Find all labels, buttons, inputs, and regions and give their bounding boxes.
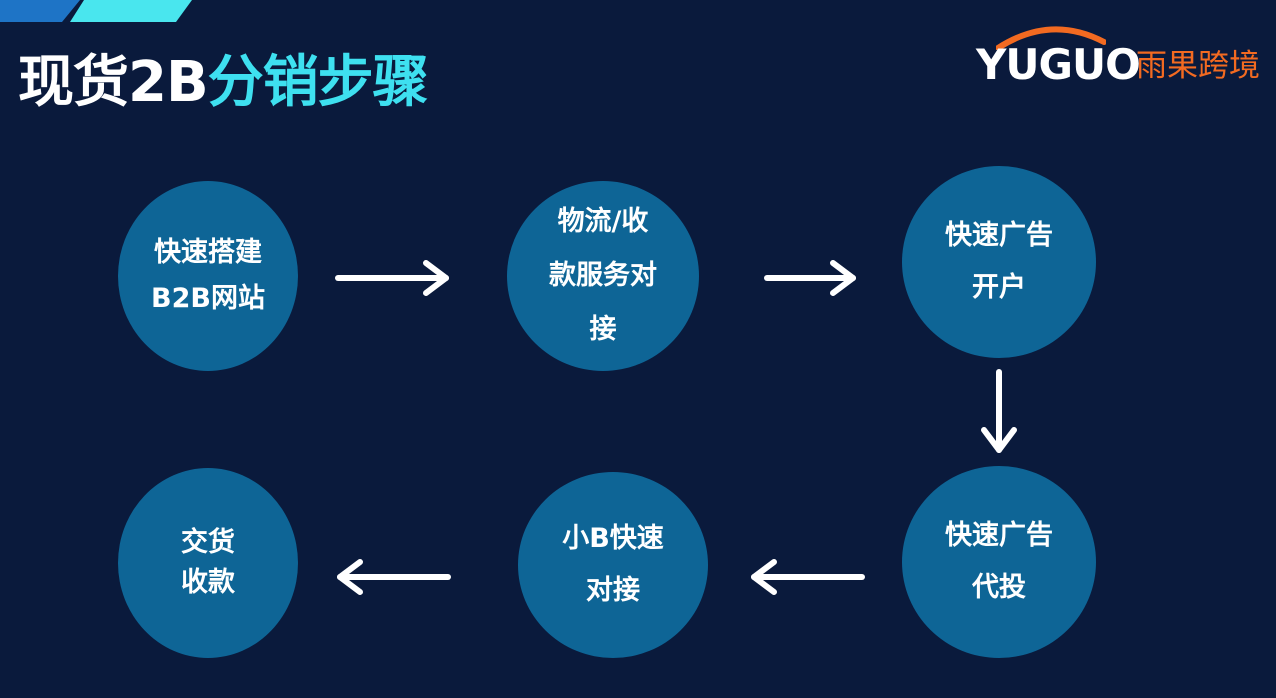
step-node-ad-account: 快速广告 开户 [902,166,1096,358]
brand-arc-icon [996,26,1106,50]
step-node-small-b-docking: 小B快速 对接 [518,472,708,658]
title-part-white: 现货2B [18,50,209,115]
step-label: 小B快速 对接 [562,523,664,606]
step-node-build-website: 快速搭建 B2B网站 [118,181,298,371]
step-node-delivery-payment: 交货 收款 [118,468,298,658]
corner-decoration [0,0,192,22]
step-label: 物流/收 款服务对 接 [549,206,657,345]
arrow-left-2 [337,559,451,595]
step-node-logistics-payment: 物流/收 款服务对 接 [507,181,699,371]
arrow-down [981,369,1017,453]
arrow-right-1 [335,260,449,296]
step-label: 交货 收款 [181,527,235,598]
step-label: 快速搭建 B2B网站 [151,237,265,314]
step-node-ad-placement: 快速广告 代投 [902,466,1096,658]
brand-latin-text: YUGUO [976,40,1141,89]
step-label: 快速广告 开户 [945,220,1053,303]
title-part-cyan: 分销步骤 [207,50,429,115]
step-label: 快速广告 代投 [945,520,1053,603]
arrow-right-2 [764,260,856,296]
page-title: 现货2B分销步骤 [18,48,429,118]
brand-chinese-text: 雨果跨境 [1136,48,1260,84]
brand-logo: YUGUO 雨果跨境 [976,20,1266,90]
arrow-left-1 [751,559,865,595]
